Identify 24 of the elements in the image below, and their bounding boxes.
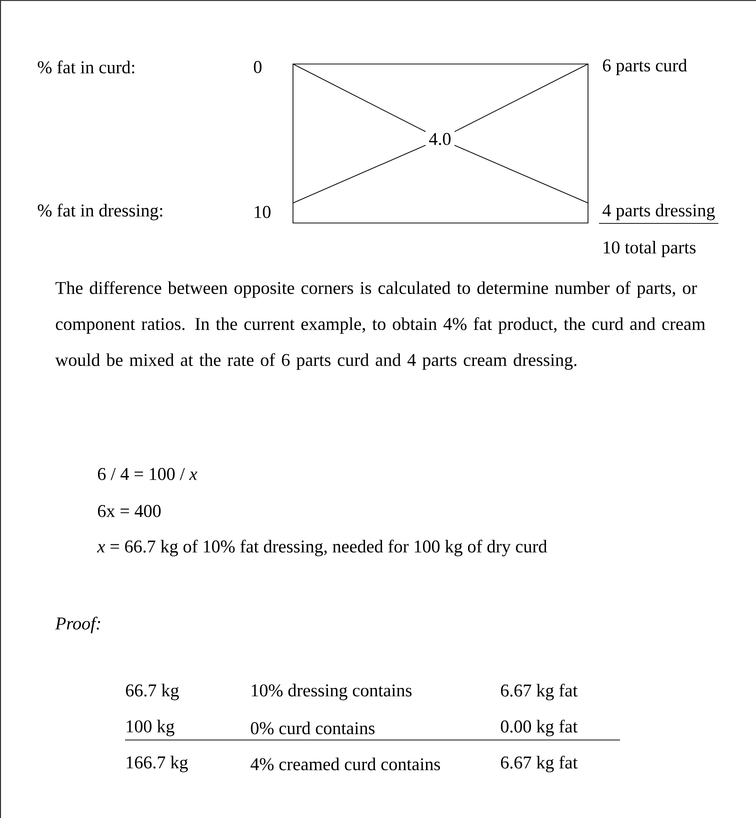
table-cell: 0.00 kg fat (500, 720, 578, 736)
line (454, 144, 588, 204)
value-label: 10 (254, 206, 271, 218)
table-cell: 6.67 kg fat (500, 684, 578, 700)
row-label: % fat in dressing: (38, 204, 162, 220)
table-cell: 10% dressing contains (252, 684, 412, 700)
row-label: % fat in curd: (38, 60, 134, 74)
table-cell: 66.7 kg (126, 684, 179, 700)
equation: 6x = 400 (98, 504, 161, 518)
table-cell: 4% creamed curd contains (250, 758, 440, 770)
value-label: 4 parts dressing (598, 204, 719, 224)
table-cell: 0% curd contains (250, 722, 375, 734)
table-cell: 100 kg (126, 720, 174, 736)
target-value: 4.0 (429, 132, 451, 146)
line (292, 144, 426, 204)
value-label: 0 (254, 60, 262, 74)
table-cell: 166.7 kg (126, 756, 188, 772)
equation: 6 / 4 = 100 / x (98, 468, 198, 480)
table-cell: 6.67 kg fat (500, 756, 578, 772)
total-label: 10 total parts (604, 240, 696, 258)
equation: x = 66.7 kg of 10% fat dressing, needed for 100 kg of dry curd (96, 540, 548, 556)
value-label: 6 parts curd (602, 58, 687, 76)
paragraph: The difference between opposite corners is calculated to determine number of parts, or component ratios. In the current example, to obtain 4% fat product, the curd and cream would be mixed at the rate of 6 parts curd and 4 parts cream dressing. (55, 281, 706, 370)
proof-heading: Proof: (55, 616, 100, 634)
